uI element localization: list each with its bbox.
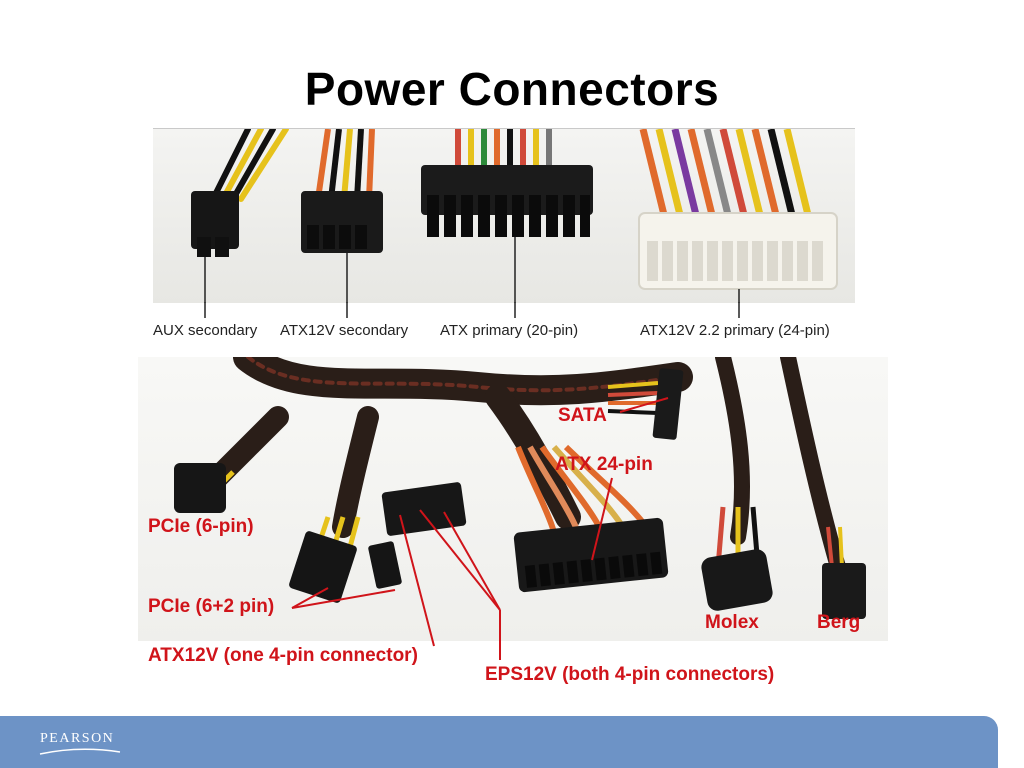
- top-connectors-illustration: [191, 129, 838, 303]
- molex-connector: [701, 549, 773, 611]
- pearson-swoosh-icon: [39, 748, 121, 755]
- pearson-logo: PEARSON: [40, 731, 115, 746]
- label-atx-primary-20: ATX primary (20-pin): [440, 322, 579, 339]
- slide-title: Power Connectors: [304, 63, 720, 115]
- label-pcie-6-2-pin: PCIe (6+2 pin): [148, 596, 275, 617]
- label-atx-24-pin: ATX 24-pin: [555, 454, 653, 475]
- top-label-row: AUX secondary ATX12V secondary ATX prima…: [0, 322, 1024, 346]
- label-berg: Berg: [817, 612, 861, 633]
- label-pcie-6-pin: PCIe (6-pin): [148, 516, 254, 537]
- bottom-connectors-photo: [138, 357, 888, 641]
- label-sata: SATA: [558, 405, 607, 426]
- eps12v-connector: [381, 482, 467, 536]
- pcie62-connector: [289, 531, 357, 603]
- pcie6-connector: [174, 463, 226, 513]
- label-atx12v-one-4-pin: ATX12V (one 4-pin connector): [148, 645, 418, 666]
- bottom-connectors-illustration: [174, 357, 866, 619]
- berg-connector: [822, 563, 866, 619]
- footer-bar: [0, 716, 998, 768]
- label-aux-secondary: AUX secondary: [153, 322, 258, 339]
- label-molex: Molex: [705, 612, 759, 633]
- top-connectors-photo: [153, 128, 855, 303]
- label-eps12v-both-4-pin: EPS12V (both 4-pin connectors): [485, 664, 775, 685]
- label-atx12v-secondary: ATX12V secondary: [280, 322, 409, 339]
- aux-connector: [191, 191, 239, 249]
- label-atx12v-primary-24: ATX12V 2.2 primary (24-pin): [640, 322, 830, 339]
